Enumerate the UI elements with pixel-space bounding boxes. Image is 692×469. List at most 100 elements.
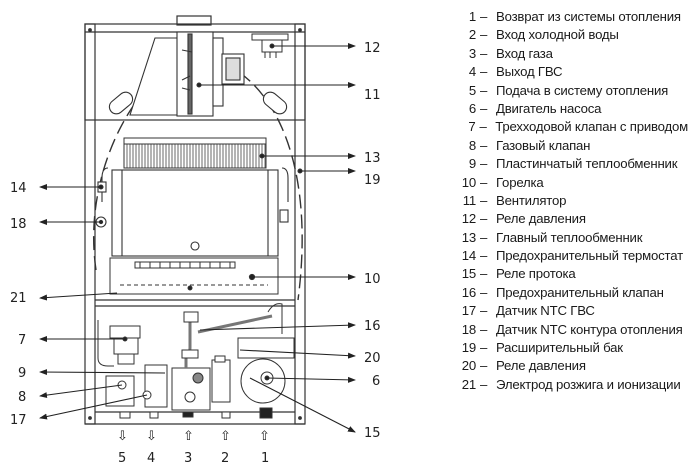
legend-item-dash: – xyxy=(480,284,488,300)
legend-item-dash: – xyxy=(480,266,488,282)
legend-item: 14–Предохранительный термостат xyxy=(448,247,688,265)
legend-item-number: 2 xyxy=(468,27,476,43)
legend-item-number: 20 xyxy=(461,358,476,374)
leader-lines xyxy=(39,43,356,433)
connection-3: 3 xyxy=(184,451,192,466)
legend-item: 18–Датчик NTC контура отопления xyxy=(448,321,688,339)
callout-21: 21 xyxy=(10,291,27,306)
legend-item: 2–Вход холодной воды xyxy=(448,26,688,44)
legend-item: 6–Двигатель насоса xyxy=(448,100,688,118)
callout-9: 9 xyxy=(18,366,26,381)
leader-9 xyxy=(39,369,166,376)
leader-8 xyxy=(39,384,123,399)
legend-item-dash: – xyxy=(480,192,488,208)
legend-item-number: 11 xyxy=(462,192,476,208)
legend-item: 20–Реле давления xyxy=(448,357,688,375)
legend-item-label: Главный теплообменник xyxy=(496,229,643,245)
boiler-diagram: 12 11 13 19 14 18 10 21 16 7 20 9 6 8 17… xyxy=(10,15,381,466)
leader-16 xyxy=(199,322,356,331)
legend-item-dash: – xyxy=(480,358,488,374)
legend-item-number: 10 xyxy=(461,174,476,190)
callout-18: 18 xyxy=(10,217,27,232)
legend-item-dash: – xyxy=(480,248,488,264)
flow-arrow-1-up-icon: ⇧ xyxy=(259,429,270,444)
legend-item-number: 3 xyxy=(468,45,476,61)
legend-item: 7–Трехходовой клапан с приводом xyxy=(448,118,688,136)
legend-item-number: 14 xyxy=(461,248,476,264)
air-intakes xyxy=(108,91,288,115)
flow-arrow-3-up-icon: ⇧ xyxy=(183,429,194,444)
legend-item-number: 4 xyxy=(468,64,476,80)
legend-item-dash: – xyxy=(480,82,488,98)
flow-arrow-5-down-icon: ⇩ xyxy=(117,429,128,444)
legend-item-number: 6 xyxy=(468,100,476,116)
legend-item-number: 1 xyxy=(468,9,476,24)
legend-item: 16–Предохранительный клапан xyxy=(448,284,688,302)
callout-17: 17 xyxy=(10,413,27,428)
legend-item: 10–Горелка xyxy=(448,174,688,192)
legend-item-label: Реле протока xyxy=(496,266,576,282)
legend-item-label: Трехходовой клапан с приводом xyxy=(495,119,688,135)
connection-4: 4 xyxy=(147,451,155,466)
callout-10: 10 xyxy=(364,272,381,287)
legend-item-label: Электрод розжига и ионизации xyxy=(496,376,681,392)
connection-5: 5 xyxy=(118,451,126,466)
legend-item-label: Расширительный бак xyxy=(496,340,623,356)
flow-arrow-2-up-icon: ⇧ xyxy=(220,429,231,444)
legend-item-label: Подача в систему отопления xyxy=(496,82,669,98)
legend-item-dash: – xyxy=(480,156,488,172)
legend-item: 17–Датчик NTC ГВС xyxy=(448,302,688,320)
legend-item-number: 5 xyxy=(468,82,476,98)
legend-item-label: Вход холодной воды xyxy=(496,27,619,43)
leader-20 xyxy=(239,349,356,359)
burner xyxy=(109,257,279,295)
legend-item-number: 17 xyxy=(461,303,476,319)
legend-item-number: 15 xyxy=(461,266,476,282)
legend-item-label: Газовый клапан xyxy=(496,137,591,153)
leader-17 xyxy=(39,394,148,420)
flow-arrow-4-down-icon: ⇩ xyxy=(146,429,157,444)
legend-item: 3–Вход газа xyxy=(448,45,688,63)
legend-item-number: 9 xyxy=(468,156,476,172)
legend-item-label: Пластинчатый теплообменник xyxy=(496,156,678,172)
callout-20: 20 xyxy=(364,351,381,366)
legend-item-label: Двигатель насоса xyxy=(496,100,602,116)
legend-item: 19–Расширительный бак xyxy=(448,339,688,357)
legend-item-number: 16 xyxy=(461,284,476,300)
callout-19: 19 xyxy=(364,173,381,188)
connection-2: 2 xyxy=(221,451,229,466)
legend-item: 11–Вентилятор xyxy=(448,192,688,210)
leader-21 xyxy=(39,292,118,301)
legend-item-label: Возврат из системы отопления xyxy=(496,9,681,24)
callout-14: 14 xyxy=(10,181,27,196)
legend-item-dash: – xyxy=(480,211,488,227)
legend-item: 9–Пластинчатый теплообменник xyxy=(448,155,688,173)
legend-item-dash: – xyxy=(480,321,488,337)
legend-item-dash: – xyxy=(480,100,488,116)
legend-item-dash: – xyxy=(480,340,488,356)
legend-item-number: 18 xyxy=(461,321,476,337)
legend-item-dash: – xyxy=(480,27,488,43)
callout-11: 11 xyxy=(364,88,381,103)
legend-item-label: Вентилятор xyxy=(496,192,567,208)
callout-13: 13 xyxy=(364,151,381,166)
legend-item-label: Датчик NTC ГВС xyxy=(496,303,595,319)
legend-item-dash: – xyxy=(480,64,488,80)
callout-16: 16 xyxy=(364,319,381,334)
legend-item-dash: – xyxy=(480,9,488,24)
leader-15 xyxy=(249,377,356,433)
callout-8: 8 xyxy=(18,390,26,405)
legend-item-dash: – xyxy=(480,303,488,319)
legend-item-label: Вход газа xyxy=(496,45,553,61)
legend-item: 12–Реле давления xyxy=(448,210,688,228)
fan-assembly xyxy=(129,31,245,117)
legend-item: 21–Электрод розжига и ионизации xyxy=(448,376,688,394)
legend-item: 1–Возврат из системы отопления xyxy=(448,8,688,26)
legend-item-dash: – xyxy=(480,174,488,190)
legend-item-number: 21 xyxy=(461,376,476,392)
legend-item: 15–Реле протока xyxy=(448,265,688,283)
legend-item-number: 8 xyxy=(468,137,476,153)
legend-item-label: Датчик NTC контура отопления xyxy=(496,321,683,337)
callout-15: 15 xyxy=(364,426,381,441)
